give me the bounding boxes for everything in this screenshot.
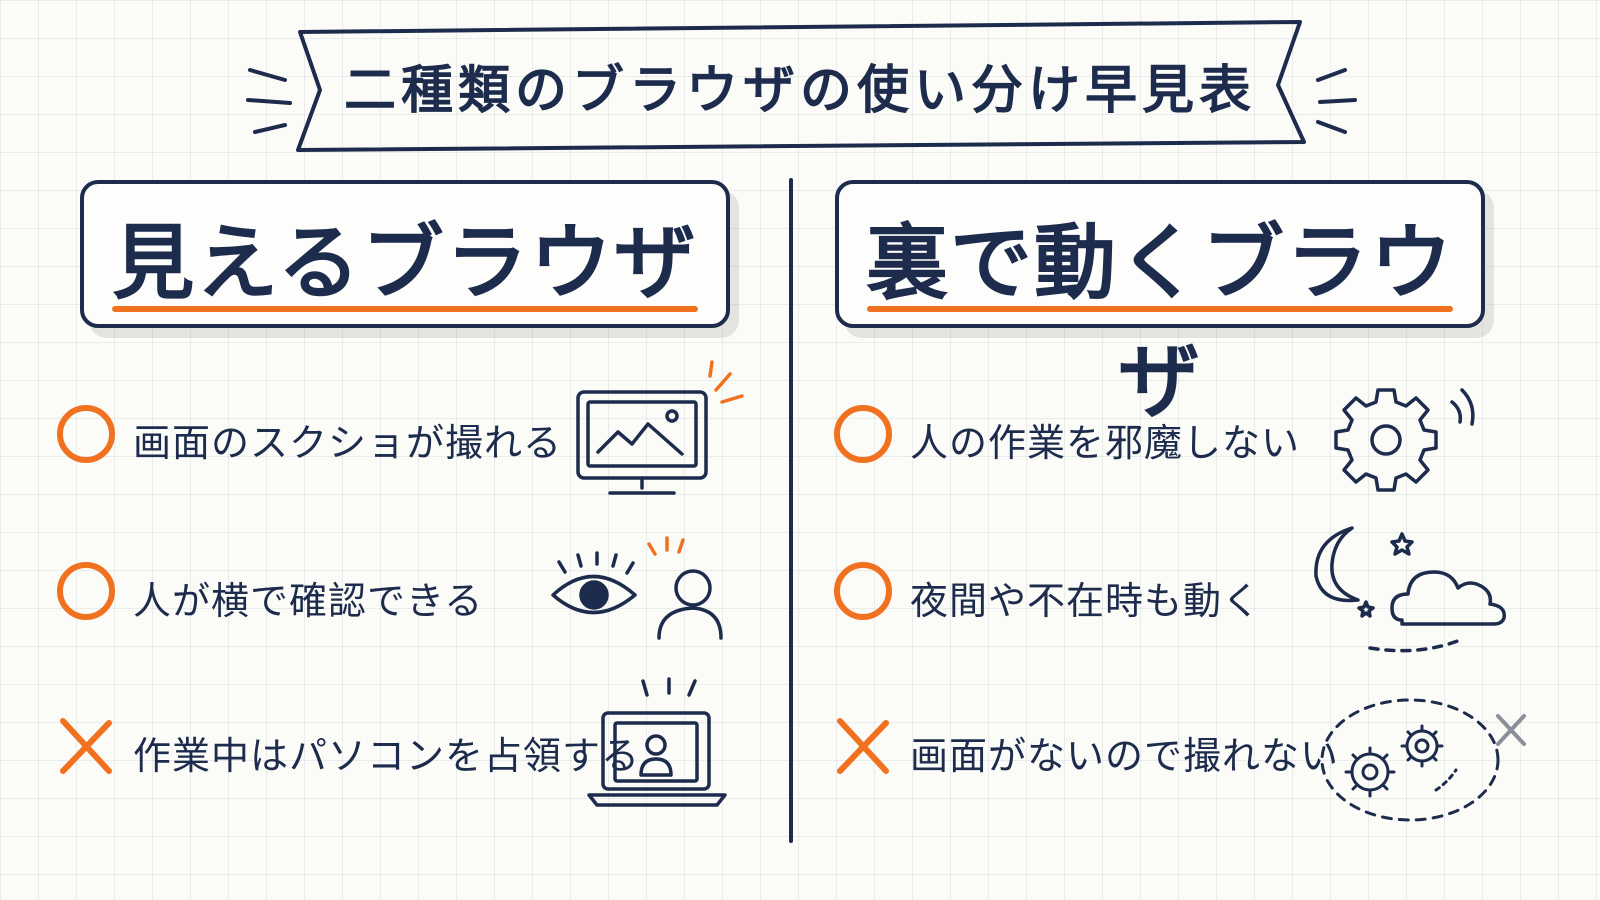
gear-icon — [1334, 388, 1475, 492]
left-header-box: 見えるブラウザ — [80, 180, 730, 328]
left-header-underline — [112, 306, 698, 312]
center-divider — [789, 178, 793, 843]
right-item-3-text: 画面がないので撮れない — [910, 734, 1340, 778]
person-icon — [657, 569, 723, 640]
eye-icon — [551, 551, 637, 615]
monitor-icon — [576, 360, 744, 495]
right-item-1-text: 人の作業を邪魔しない — [910, 421, 1301, 465]
left-header-label: 見えるブラウザ — [112, 216, 698, 311]
hidden-gears-icon — [1320, 698, 1526, 822]
cloud-icon — [1390, 570, 1506, 626]
right-header-label: 裏で動くブラウザ — [865, 216, 1454, 430]
right-item-2-text: 夜間や不在時も動く — [910, 579, 1262, 623]
left-item-3-text: 作業中はパソコンを占領する — [133, 734, 641, 778]
star-icon — [1390, 532, 1414, 556]
left-item-1-circle-mark — [57, 405, 115, 463]
star-icon — [1357, 600, 1375, 618]
title-left-emphasis-lines — [246, 68, 292, 134]
title-banner — [246, 20, 1357, 152]
right-header-underline — [867, 306, 1453, 312]
left-item-2-text: 人が横で確認できる — [133, 579, 484, 623]
right-item-1-circle-mark — [834, 405, 892, 463]
title-right-emphasis-lines — [1316, 68, 1357, 134]
close-icon — [1496, 714, 1526, 746]
small-gear-icon — [1344, 746, 1396, 798]
moon-icon — [1314, 526, 1360, 603]
right-item-3-cross-mark — [837, 718, 889, 774]
left-item-1-text: 画面のスクショが撮れる — [133, 421, 563, 465]
laptop-user-icon — [587, 677, 727, 807]
small-gear-icon — [1400, 724, 1444, 768]
page-title: 二種類のブラウザの使い分け早見表 — [343, 60, 1256, 121]
left-item-3-cross-mark — [60, 718, 112, 774]
left-item-2-circle-mark — [57, 562, 115, 620]
right-item-2-circle-mark — [834, 562, 892, 620]
right-header-box: 裏で動くブラウザ — [835, 180, 1485, 430]
eye-person-icon — [551, 536, 723, 640]
moon-cloud-icon — [1314, 526, 1506, 653]
